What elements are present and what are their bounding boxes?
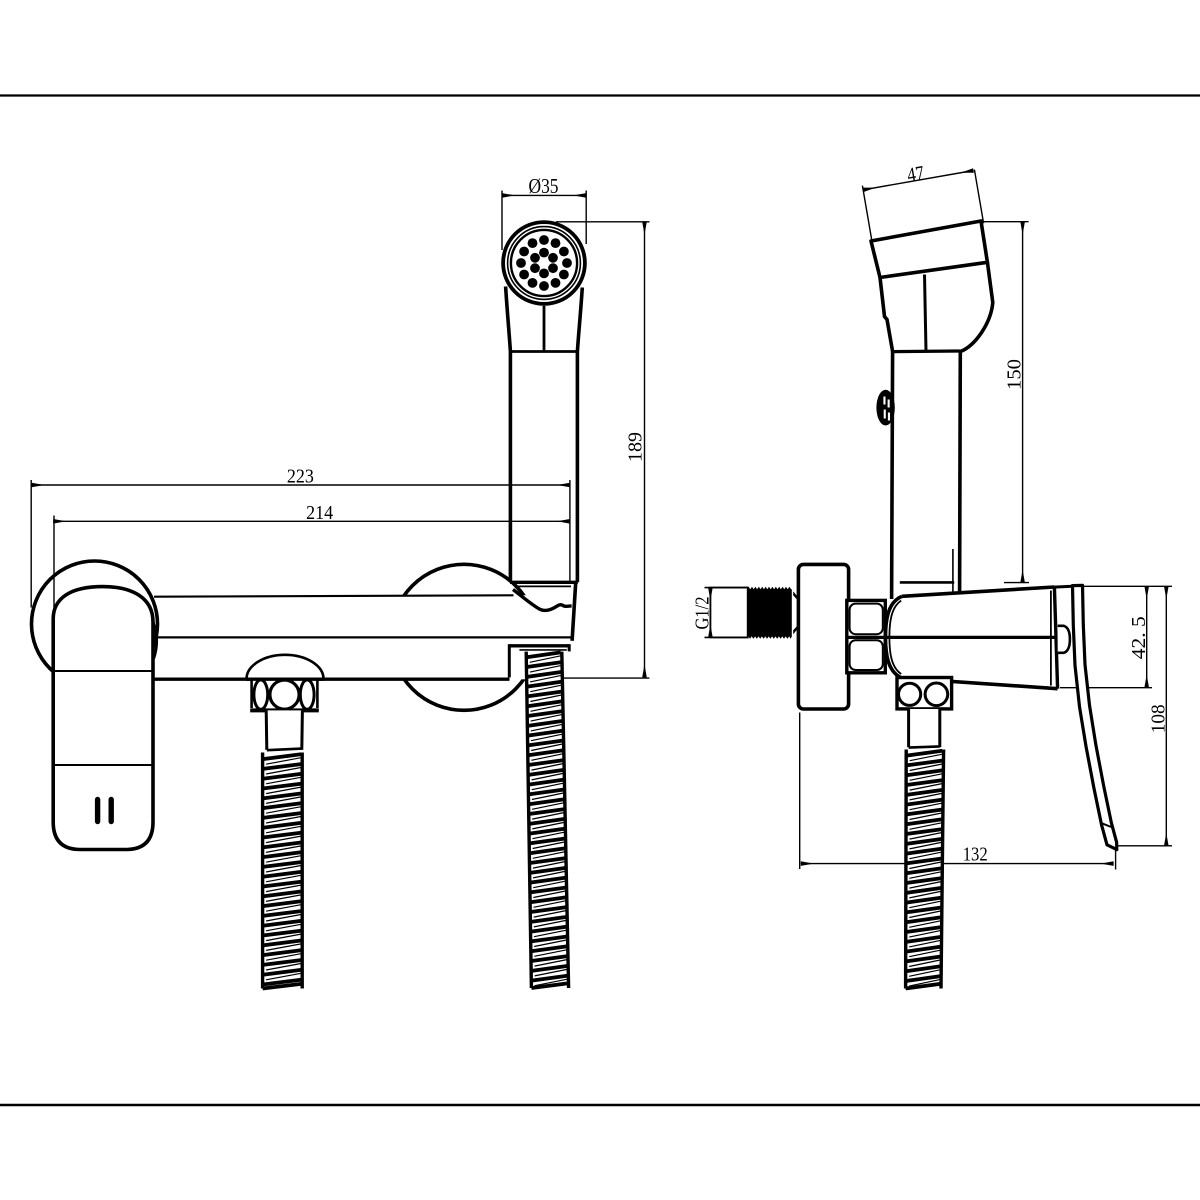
svg-text:189: 189 xyxy=(625,432,647,462)
svg-text:108: 108 xyxy=(1148,704,1170,733)
svg-text:132: 132 xyxy=(963,844,988,866)
svg-text:223: 223 xyxy=(287,465,314,487)
svg-text:42. 5: 42. 5 xyxy=(1128,616,1150,659)
svg-text:214: 214 xyxy=(306,502,333,524)
svg-text:150: 150 xyxy=(1003,359,1025,390)
svg-text:47: 47 xyxy=(906,162,927,187)
svg-text:Ø35: Ø35 xyxy=(529,174,559,198)
svg-text:G1/2: G1/2 xyxy=(691,597,713,630)
